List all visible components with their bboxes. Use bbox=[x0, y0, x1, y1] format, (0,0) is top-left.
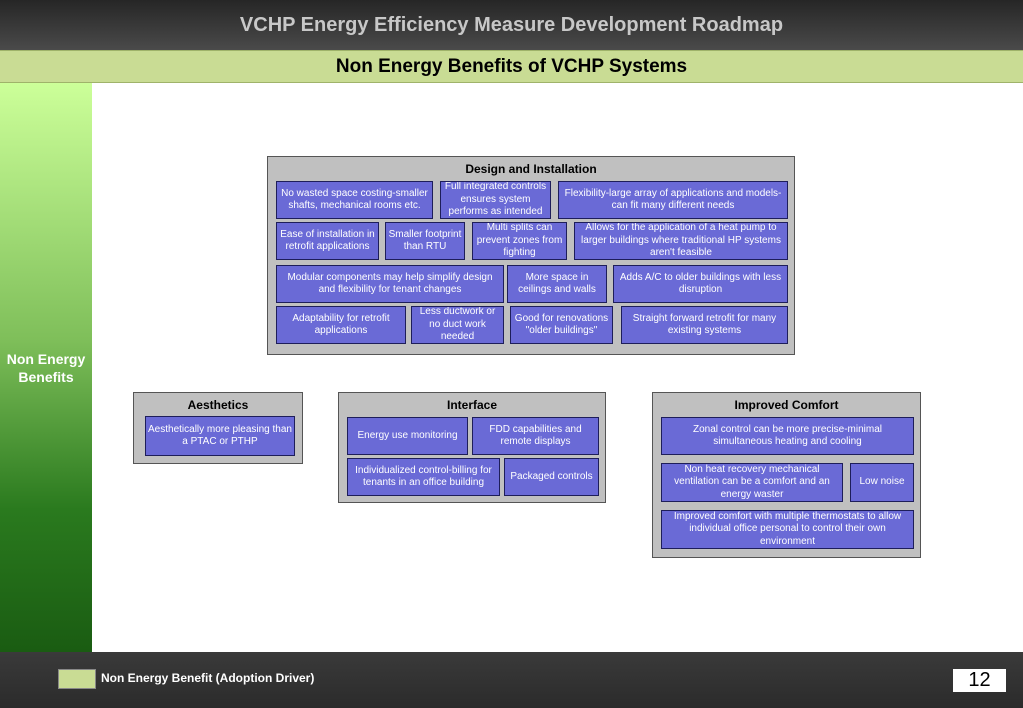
group-improved-comfort: Improved Comfort Zonal control can be mo… bbox=[652, 392, 921, 558]
benefit-box: Allows for the application of a heat pum… bbox=[574, 222, 788, 260]
benefit-box: Improved comfort with multiple thermosta… bbox=[661, 510, 914, 549]
group-title: Improved Comfort bbox=[734, 398, 839, 412]
subheader-bar: Non Energy Benefits of VCHP Systems bbox=[0, 50, 1023, 83]
group-title: Design and Installation bbox=[465, 162, 597, 176]
group-aesthetics: Aesthetics Aesthetically more pleasing t… bbox=[133, 392, 303, 464]
legend-label: Non Energy Benefit (Adoption Driver) bbox=[101, 671, 315, 685]
benefit-box: Multi splits can prevent zones from figh… bbox=[472, 222, 567, 260]
benefit-box: Full integrated controls ensures system … bbox=[440, 181, 551, 219]
benefit-box: Ease of installation in retrofit applica… bbox=[276, 222, 379, 260]
benefit-box: Packaged controls bbox=[504, 458, 599, 496]
benefit-box: Zonal control can be more precise-minima… bbox=[661, 417, 914, 455]
benefit-box: Non heat recovery mechanical ventilation… bbox=[661, 463, 843, 502]
benefit-box: FDD capabilities and remote displays bbox=[472, 417, 599, 455]
benefit-box: Flexibility-large array of applications … bbox=[558, 181, 788, 219]
benefit-box: Smaller footprint than RTU bbox=[385, 222, 465, 260]
benefit-box: Less ductwork or no duct work needed bbox=[411, 306, 504, 344]
benefit-box: Energy use monitoring bbox=[347, 417, 468, 455]
header-bar: VCHP Energy Efficiency Measure Developme… bbox=[0, 0, 1023, 50]
group-title: Interface bbox=[446, 398, 498, 412]
group-design-installation: Design and Installation No wasted space … bbox=[267, 156, 795, 355]
sidebar-label: Non Energy Benefits bbox=[6, 350, 86, 385]
page-number: 12 bbox=[953, 669, 1006, 692]
section-title: Non Energy Benefits of VCHP Systems bbox=[335, 55, 688, 77]
footer-bar bbox=[0, 652, 1023, 708]
page-title: VCHP Energy Efficiency Measure Developme… bbox=[239, 13, 784, 36]
benefit-box: Adds A/C to older buildings with less di… bbox=[613, 265, 788, 303]
benefit-box: Adaptability for retrofit applications bbox=[276, 306, 406, 344]
group-interface: Interface Energy use monitoring FDD capa… bbox=[338, 392, 606, 503]
benefit-box: Low noise bbox=[850, 463, 914, 502]
group-title: Aesthetics bbox=[187, 398, 249, 412]
sidebar-category: Non Energy Benefits bbox=[0, 83, 92, 652]
benefit-box: Straight forward retrofit for many exist… bbox=[621, 306, 788, 344]
benefit-box: Individualized control-billing for tenan… bbox=[347, 458, 500, 496]
benefit-box: Good for renovations "older buildings" bbox=[510, 306, 613, 344]
benefit-box: No wasted space costing-smaller shafts, … bbox=[276, 181, 433, 219]
benefit-box: Modular components may help simplify des… bbox=[276, 265, 504, 303]
benefit-box: More space in ceilings and walls bbox=[507, 265, 607, 303]
benefit-box: Aesthetically more pleasing than a PTAC … bbox=[145, 416, 295, 456]
legend-swatch bbox=[58, 669, 96, 689]
